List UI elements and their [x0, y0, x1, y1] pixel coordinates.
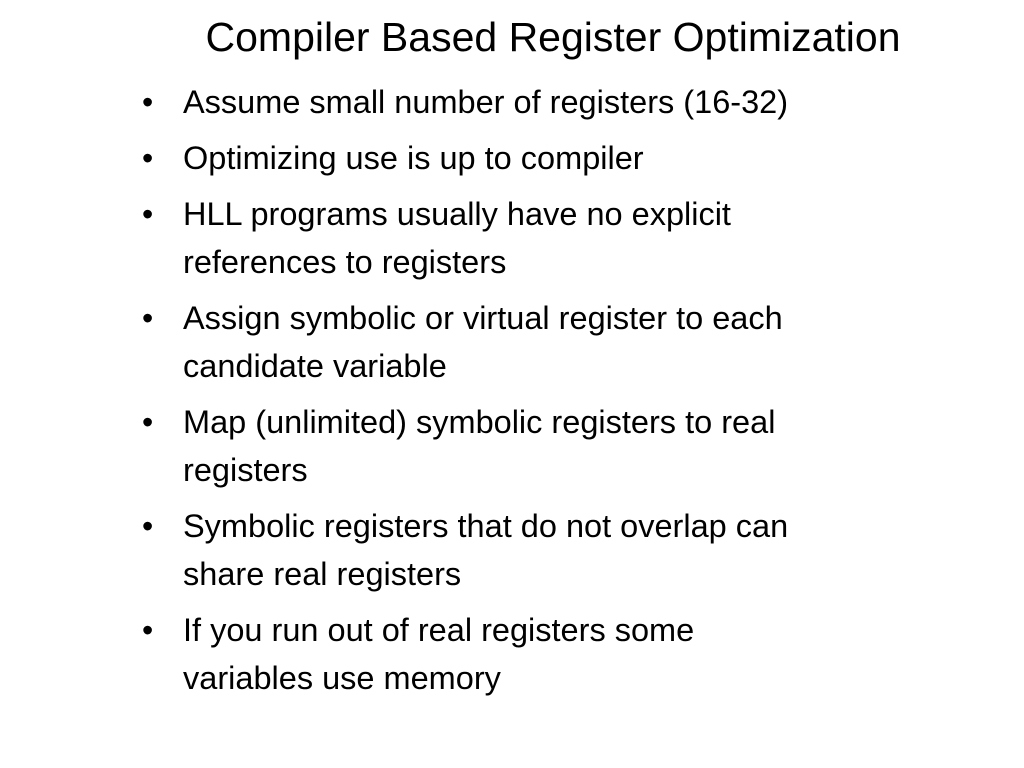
bullet-text: Assume small number of registers (16-32)	[183, 84, 789, 120]
bullet-item: • HLL programs usually have no explicit …	[0, 190, 1024, 286]
bullet-item: • Optimizing use is up to compiler	[0, 134, 1024, 182]
bullet-item: • Assign symbolic or virtual register to…	[0, 294, 1024, 390]
bullet-dot-icon: •	[142, 196, 154, 232]
bullet-item: • Map (unlimited) symbolic registers to …	[0, 398, 1024, 494]
bullet-list: • Assume small number of registers (16-3…	[0, 78, 1024, 710]
slide-title: Compiler Based Register Optimization	[205, 14, 901, 60]
bullet-dot-icon: •	[142, 404, 154, 440]
bullet-dot-icon: •	[142, 612, 154, 648]
bullet-dot-icon: •	[142, 300, 154, 336]
bullet-text: HLL programs usually have no explicit re…	[183, 196, 731, 280]
bullet-text: Symbolic registers that do not overlap c…	[183, 508, 789, 592]
bullet-dot-icon: •	[142, 508, 154, 544]
bullet-text: If you run out of real registers some va…	[183, 612, 695, 696]
bullet-dot-icon: •	[142, 140, 154, 176]
bullet-item: • Assume small number of registers (16-3…	[0, 78, 1024, 126]
bullet-text: Assign symbolic or virtual register to e…	[183, 300, 783, 384]
bullet-item: • If you run out of real registers some …	[0, 606, 1024, 702]
bullet-item: • Symbolic registers that do not overlap…	[0, 502, 1024, 598]
bullet-text: Optimizing use is up to compiler	[183, 140, 644, 176]
bullet-text: Map (unlimited) symbolic registers to re…	[183, 404, 776, 488]
bullet-dot-icon: •	[142, 84, 154, 120]
